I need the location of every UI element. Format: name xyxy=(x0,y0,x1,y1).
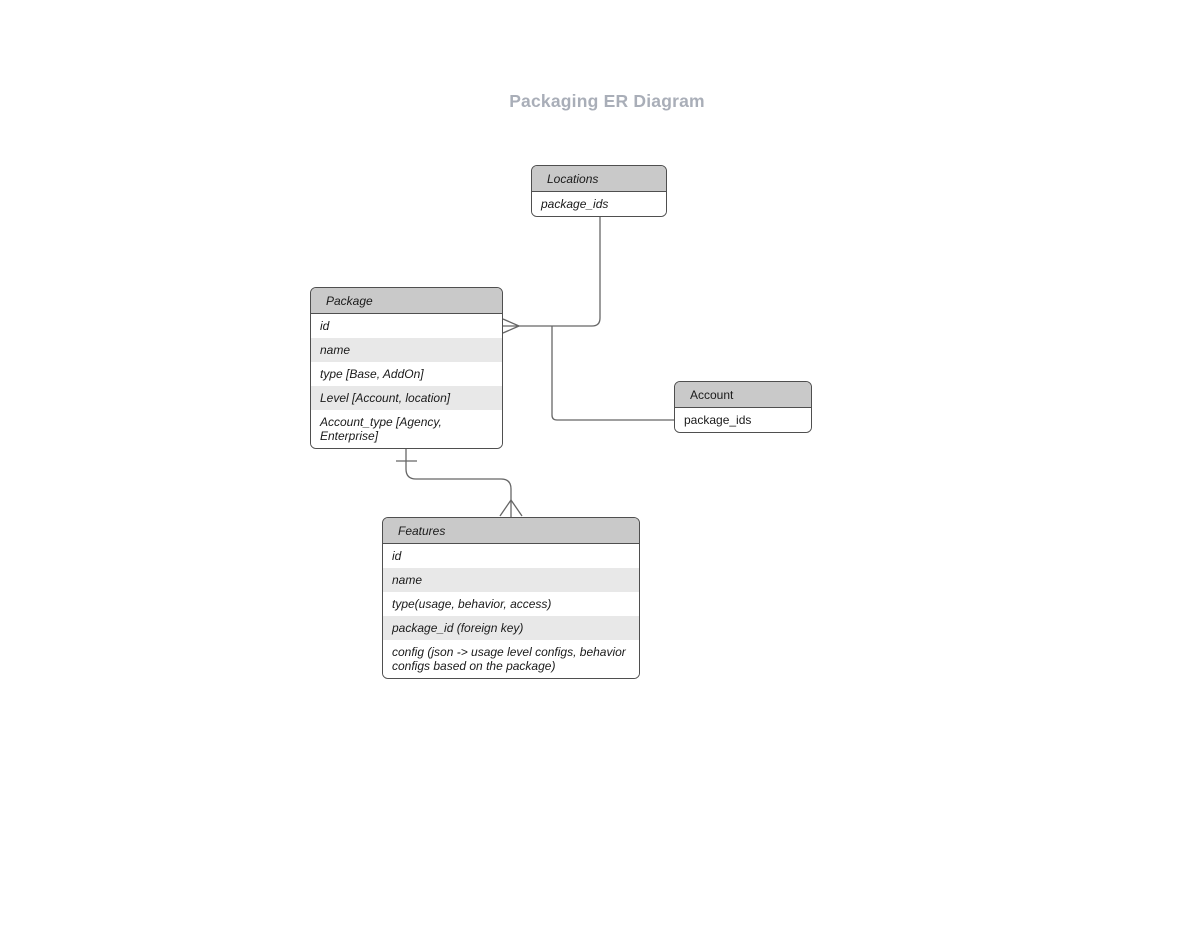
entity-features-header: Features xyxy=(383,518,639,544)
crowsfoot-many-icon xyxy=(499,499,523,517)
entity-locations-rows: package_ids xyxy=(532,192,666,216)
entity-package-header: Package xyxy=(311,288,502,314)
entity-account-header: Account xyxy=(675,382,811,408)
diagram-title: Packaging ER Diagram xyxy=(509,91,705,111)
entity-locations-header: Locations xyxy=(532,166,666,192)
row-features-type: type(usage, behavior, access) xyxy=(383,592,639,616)
entity-features-title: Features xyxy=(398,523,446,538)
entity-package-title: Package xyxy=(326,293,373,308)
row-features-id: id xyxy=(383,544,639,568)
crowsfoot-many-icon xyxy=(502,318,520,334)
row-features-name: name xyxy=(383,568,639,592)
row-package-name: name xyxy=(311,338,502,362)
row-package-id: id xyxy=(311,314,502,338)
connector-package-account[interactable] xyxy=(551,326,674,421)
entity-account[interactable]: Account package_ids xyxy=(674,381,812,433)
row-account-package-ids: package_ids xyxy=(675,408,811,432)
entity-features-rows: id name type(usage, behavior, access) pa… xyxy=(383,544,639,678)
row-features-package-id: package_id (foreign key) xyxy=(383,616,639,640)
entity-account-rows: package_ids xyxy=(675,408,811,432)
entity-locations[interactable]: Locations package_ids xyxy=(531,165,667,217)
row-features-config: config (json -> usage level configs, beh… xyxy=(383,640,639,678)
entity-locations-title: Locations xyxy=(547,171,599,186)
entity-package-rows: id name type [Base, AddOn] Level [Accoun… xyxy=(311,314,502,448)
connector-package-features[interactable] xyxy=(405,447,512,500)
entity-features[interactable]: Features id name type(usage, behavior, a… xyxy=(382,517,640,679)
row-package-account-type: Account_type [Agency, Enterprise] xyxy=(311,410,502,448)
row-package-level: Level [Account, location] xyxy=(311,386,502,410)
row-locations-package-ids: package_ids xyxy=(532,192,666,216)
connector-locations-package[interactable] xyxy=(503,215,601,327)
entity-package[interactable]: Package id name type [Base, AddOn] Level… xyxy=(310,287,503,449)
row-package-type: type [Base, AddOn] xyxy=(311,362,502,386)
entity-account-title: Account xyxy=(690,387,734,402)
